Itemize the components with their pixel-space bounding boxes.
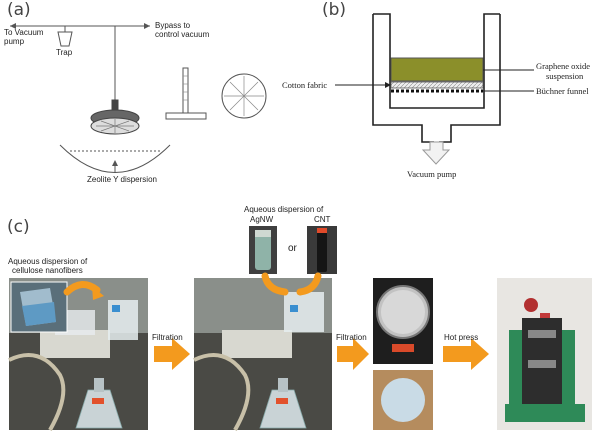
- cnf-label-1: Aqueous dispersion of: [8, 257, 88, 266]
- vacuum-pump-label: Vacuum pump: [407, 169, 457, 179]
- panel-b-schematic: [335, 13, 534, 165]
- photo-dried-membrane: [373, 370, 433, 430]
- vacuum-arrow-icon: [10, 23, 16, 29]
- funnel-inner-wall: [373, 13, 500, 109]
- trap-label: Trap: [56, 48, 73, 57]
- filtration-step-2-label: Filtration: [336, 333, 367, 342]
- cnf-label-2: cellulose nanofibers: [12, 266, 83, 275]
- filtration-step-1-label: Filtration: [152, 333, 183, 342]
- cnt-label: CNT: [314, 215, 331, 224]
- aqueous-label: Aqueous dispersion of: [244, 205, 324, 214]
- bypass-label-1: Bypass to: [155, 21, 191, 30]
- filtration-arrow-1-icon: [154, 338, 190, 370]
- or-label: or: [288, 243, 297, 254]
- bypass-label-2: control vacuum: [155, 30, 210, 39]
- vacuum-pump-label-1: To Vacuum: [4, 28, 44, 37]
- photo-hot-press: [497, 278, 592, 430]
- photo-filtration-setup-1: [8, 278, 148, 431]
- disk-top-view-icon: [221, 73, 267, 119]
- panel-a-schematic: [10, 23, 267, 173]
- photo-filtered-membrane: [373, 278, 433, 364]
- vacuum-arrow-icon: [421, 141, 451, 165]
- vacuum-pump-label-2: pump: [4, 37, 25, 46]
- panel-a-tag: (a): [7, 0, 31, 20]
- hot-press-arrow-icon: [443, 338, 489, 370]
- cotton-fabric-label: Cotton fabric: [282, 80, 328, 90]
- funnel-outer-left: [372, 14, 434, 143]
- go-suspension-label-1: Graphene oxide: [536, 61, 591, 71]
- process-arrows: [63, 272, 489, 370]
- panel-b-tag: (b): [322, 0, 347, 20]
- agnw-label: AgNW: [250, 215, 274, 224]
- hot-press-step-label: Hot press: [444, 333, 479, 342]
- buchner-funnel-label: Büchner funnel: [536, 86, 589, 96]
- cnf-arrow-icon: [92, 286, 104, 300]
- dispersion-vials: [249, 226, 337, 274]
- zeolite-dispersion-label: Zeolite Y dispersion: [87, 175, 157, 184]
- cotton-fabric-layer: [390, 81, 484, 89]
- go-suspension-label-2: suspension: [546, 71, 584, 81]
- photo-filtration-setup-2: [193, 278, 332, 431]
- dispersion-arrow-icon: [112, 160, 118, 166]
- bypass-arrow-icon: [144, 23, 150, 29]
- holder-base: [165, 112, 207, 120]
- go-suspension-layer: [390, 57, 484, 82]
- holder-stem: [182, 67, 189, 114]
- dispersion-bowl: [59, 144, 171, 173]
- trap-icon: [57, 31, 73, 47]
- funnel-outer-right: [439, 14, 501, 143]
- filtration-arrow-2-icon: [337, 338, 369, 370]
- panel-c-tag: (c): [7, 217, 30, 237]
